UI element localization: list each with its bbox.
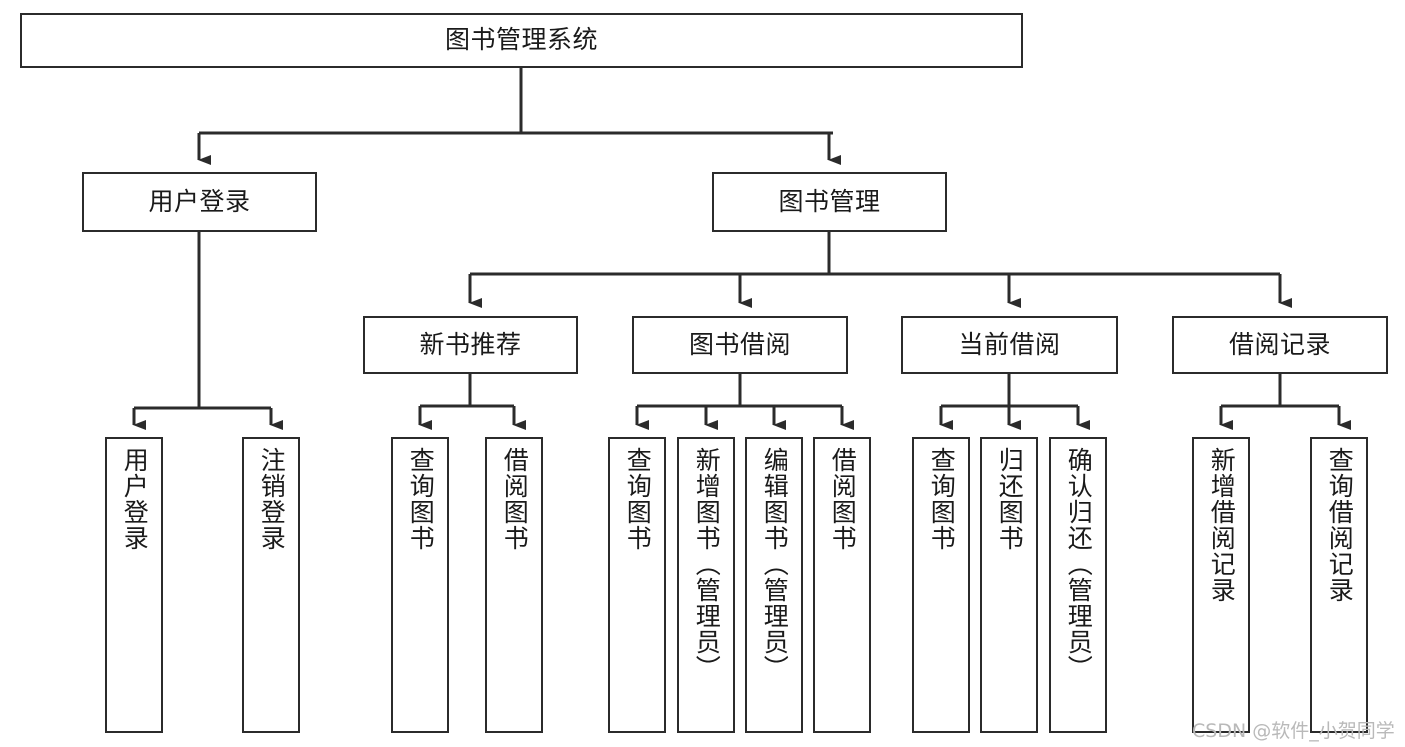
node-user-login[interactable]: 用户登录 <box>82 172 317 232</box>
node-label: 编辑图书（管理员） <box>760 447 790 681</box>
node-current-borrow[interactable]: 当前借阅 <box>901 316 1118 374</box>
node-label: 新增借阅记录 <box>1207 447 1237 603</box>
leaf-book-borrow-query[interactable]: 查询图书 <box>608 437 666 733</box>
node-label: 注销登录 <box>257 447 287 551</box>
leaf-user-login-logout[interactable]: 注销登录 <box>242 437 300 733</box>
node-new-book-recommend[interactable]: 新书推荐 <box>363 316 578 374</box>
node-book-borrow[interactable]: 图书借阅 <box>632 316 848 374</box>
csdn-watermark: CSDN @软件_小贺同学 <box>1192 720 1395 742</box>
node-label: 用户登录 <box>148 186 251 216</box>
node-label: 当前借阅 <box>958 329 1061 359</box>
node-borrow-record[interactable]: 借阅记录 <box>1172 316 1388 374</box>
leaf-borrow-record-add[interactable]: 新增借阅记录 <box>1192 437 1250 733</box>
node-label: 查询图书 <box>927 447 957 551</box>
node-label: 新书推荐 <box>419 329 522 359</box>
node-label: 图书管理系统 <box>444 25 598 55</box>
leaf-book-borrow-borrow[interactable]: 借阅图书 <box>813 437 871 733</box>
node-label: 查询图书 <box>406 447 436 551</box>
node-label: 查询借阅记录 <box>1325 447 1355 603</box>
leaf-new-book-borrow[interactable]: 借阅图书 <box>485 437 543 733</box>
node-label: 新增图书（管理员） <box>692 447 722 681</box>
leaf-current-borrow-confirm-return[interactable]: 确认归还（管理员） <box>1049 437 1107 733</box>
node-book-management[interactable]: 图书管理 <box>712 172 947 232</box>
leaf-current-borrow-return[interactable]: 归还图书 <box>980 437 1038 733</box>
leaf-book-borrow-edit[interactable]: 编辑图书（管理员） <box>745 437 803 733</box>
node-label: 归还图书 <box>995 447 1025 551</box>
leaf-new-book-query[interactable]: 查询图书 <box>391 437 449 733</box>
leaf-book-borrow-add[interactable]: 新增图书（管理员） <box>677 437 735 733</box>
node-label: 图书管理 <box>778 186 881 216</box>
node-label: 查询图书 <box>623 447 653 551</box>
node-label: 借阅记录 <box>1228 329 1331 359</box>
node-label: 确认归还（管理员） <box>1064 447 1094 681</box>
leaf-borrow-record-query[interactable]: 查询借阅记录 <box>1310 437 1368 733</box>
leaf-user-login-login[interactable]: 用户登录 <box>105 437 163 733</box>
node-label: 借阅图书 <box>500 447 530 551</box>
node-label: 图书借阅 <box>688 329 791 359</box>
leaf-current-borrow-query[interactable]: 查询图书 <box>912 437 970 733</box>
node-label: 借阅图书 <box>828 447 858 551</box>
node-root-system[interactable]: 图书管理系统 <box>20 13 1023 68</box>
node-label: 用户登录 <box>120 447 150 551</box>
